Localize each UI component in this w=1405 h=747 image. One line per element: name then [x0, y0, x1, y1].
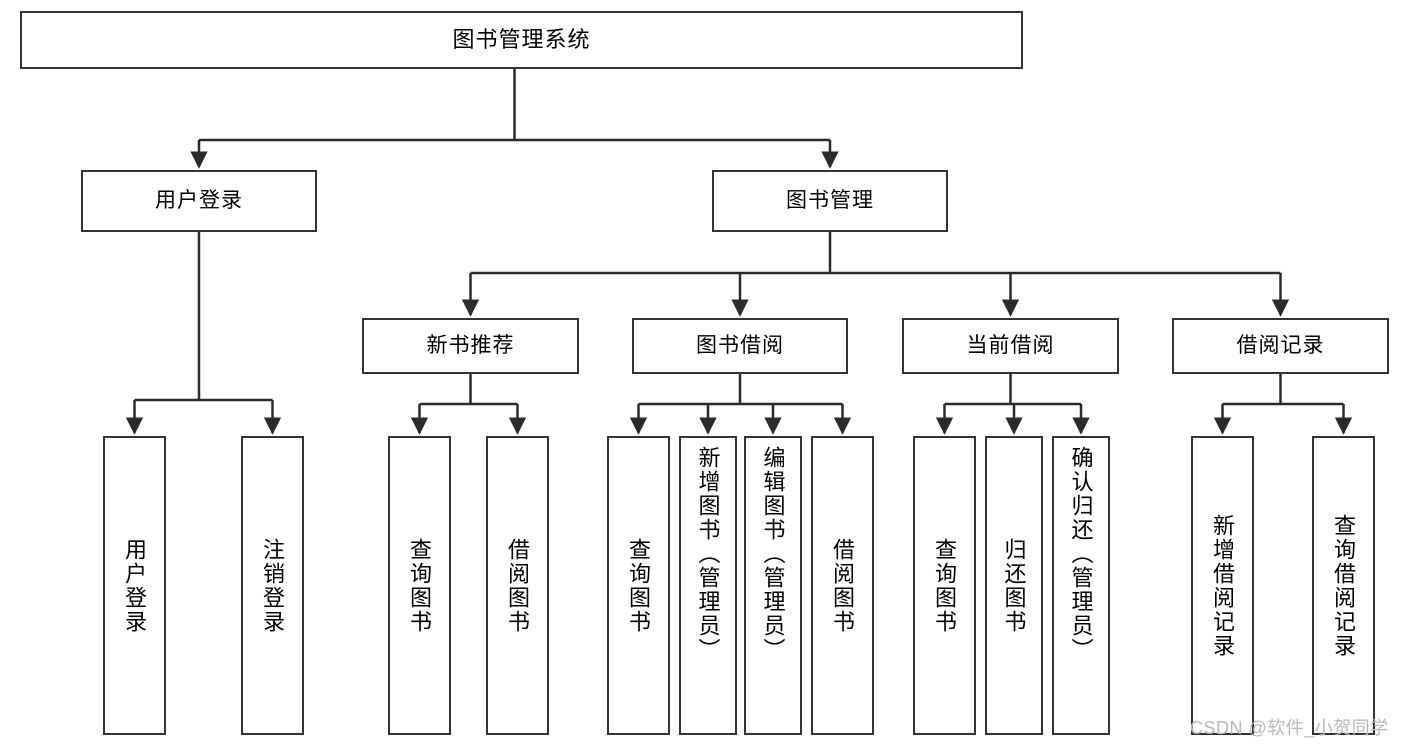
- node-label: 新书推荐: [426, 334, 515, 358]
- node-label: 当前借阅: [966, 334, 1055, 358]
- node-leaf-借阅图书[interactable]: 借阅图书: [811, 436, 874, 735]
- node-leaf-借阅图书[interactable]: 借阅图书: [486, 436, 549, 735]
- node-root-图书管理系统[interactable]: 图书管理系统: [20, 11, 1023, 69]
- node-level2-当前借阅[interactable]: 当前借阅: [902, 318, 1119, 374]
- node-leaf-查询借阅记录[interactable]: 查询借阅记录: [1312, 436, 1375, 735]
- node-label: 图书管理系统: [452, 26, 591, 52]
- node-leaf-新增图书（管理员）[interactable]: 新增图书（管理员）: [679, 436, 737, 735]
- node-label: 新增图书（管理员）: [695, 446, 721, 662]
- node-leaf-确认归还（管理员）[interactable]: 确认归还（管理员）: [1052, 436, 1110, 735]
- node-label: 用户登录: [155, 189, 243, 213]
- node-level2-新书推荐[interactable]: 新书推荐: [362, 318, 579, 374]
- node-leaf-查询图书[interactable]: 查询图书: [607, 436, 670, 735]
- node-label: 查询图书: [407, 537, 433, 634]
- node-label: 查询图书: [626, 537, 652, 634]
- node-level2-图书借阅[interactable]: 图书借阅: [632, 318, 848, 374]
- node-level1-用户登录[interactable]: 用户登录: [81, 170, 317, 232]
- node-leaf-编辑图书（管理员）[interactable]: 编辑图书（管理员）: [744, 436, 802, 735]
- node-label: 注销登录: [260, 537, 286, 634]
- node-label: 用户登录: [122, 537, 148, 634]
- node-leaf-用户登录[interactable]: 用户登录: [103, 436, 166, 735]
- node-leaf-注销登录[interactable]: 注销登录: [241, 436, 304, 735]
- node-label: 借阅图书: [830, 537, 856, 634]
- csdn-watermark: CSDN @软件_小贺同学: [1190, 718, 1389, 738]
- node-label: 确认归还（管理员）: [1068, 446, 1094, 662]
- node-label: 借阅记录: [1236, 334, 1325, 358]
- node-label: 图书管理: [786, 189, 874, 213]
- node-level2-借阅记录[interactable]: 借阅记录: [1172, 318, 1389, 374]
- node-label: 新增借阅记录: [1210, 513, 1236, 658]
- node-level1-图书管理[interactable]: 图书管理: [712, 170, 948, 232]
- node-label: 借阅图书: [505, 537, 531, 634]
- node-leaf-查询图书[interactable]: 查询图书: [913, 436, 976, 735]
- node-label: 查询图书: [932, 537, 958, 634]
- node-leaf-归还图书[interactable]: 归还图书: [985, 436, 1043, 735]
- node-leaf-查询图书[interactable]: 查询图书: [388, 436, 451, 735]
- node-label: 归还图书: [1001, 537, 1027, 634]
- node-label: 编辑图书（管理员）: [760, 446, 786, 662]
- node-label: 查询借阅记录: [1331, 513, 1357, 658]
- node-label: 图书借阅: [696, 334, 784, 358]
- node-leaf-新增借阅记录[interactable]: 新增借阅记录: [1191, 436, 1254, 735]
